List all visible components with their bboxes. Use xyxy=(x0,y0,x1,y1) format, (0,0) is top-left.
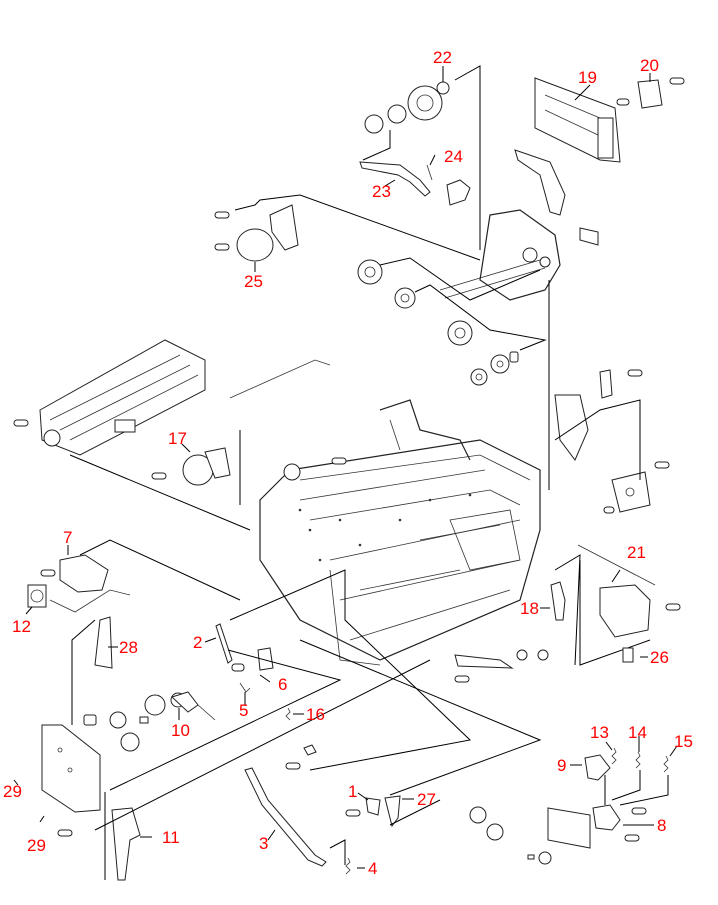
part-19-circuit-board xyxy=(534,77,621,163)
part-12-fan xyxy=(27,584,131,613)
callout-17: 17 xyxy=(168,429,187,448)
part-7-duct xyxy=(40,539,241,601)
callout-leaders xyxy=(13,66,678,869)
sensor-bracket xyxy=(446,179,471,206)
callout-9: 9 xyxy=(557,756,566,775)
right-lower-plate xyxy=(603,461,670,514)
callout-14: 14 xyxy=(628,723,647,742)
callout-4: 4 xyxy=(368,859,377,878)
callout-27: 27 xyxy=(417,790,436,809)
callout-22: 22 xyxy=(433,48,452,67)
lower-center-parts xyxy=(454,649,549,683)
callout-1: 1 xyxy=(348,782,357,801)
part-8-rollers xyxy=(469,806,552,865)
callout-8: 8 xyxy=(657,816,666,835)
part-26-sensor xyxy=(622,647,634,663)
part-15-spring xyxy=(663,755,669,773)
callout-5: 5 xyxy=(239,701,248,720)
callout-16: 16 xyxy=(306,705,325,724)
callout-10: 10 xyxy=(171,721,190,740)
callout-7: 7 xyxy=(63,528,72,547)
part-25-motor xyxy=(214,194,481,262)
callout-labels: 22 19 20 24 23 25 17 7 12 28 2 6 5 10 16… xyxy=(3,48,693,878)
callout-13: 13 xyxy=(590,723,609,742)
right-upper-bracket xyxy=(554,369,643,480)
part-6-holder xyxy=(231,647,274,672)
part-2-lever xyxy=(215,623,233,664)
callout-24: 24 xyxy=(444,147,463,166)
callout-23: 23 xyxy=(372,182,391,201)
part-24-spring xyxy=(426,164,433,181)
callout-18: 18 xyxy=(520,599,539,618)
left-side-plate xyxy=(41,692,186,813)
part-22-gear-assembly xyxy=(364,65,481,250)
part-20-bracket xyxy=(616,77,685,109)
part-8-holder xyxy=(547,770,669,849)
upper-side-plate xyxy=(439,209,561,301)
fuser-assembly xyxy=(13,339,251,531)
leader-lines-lower xyxy=(94,569,542,831)
part-11-bracket xyxy=(57,792,141,881)
callout-15: 15 xyxy=(674,732,693,751)
callout-3: 3 xyxy=(259,834,268,853)
wire-harness xyxy=(229,359,331,399)
callout-19: 19 xyxy=(578,68,597,87)
part-21-rod xyxy=(577,544,656,586)
callout-26: 26 xyxy=(650,648,669,667)
part-23-lever xyxy=(359,130,431,197)
part-28-guide xyxy=(71,616,113,725)
part-13-spring xyxy=(611,747,617,765)
part-14-spring xyxy=(635,751,641,769)
part-16-spring xyxy=(285,707,291,721)
callout-21: 21 xyxy=(627,543,646,562)
cable-guide xyxy=(514,149,599,246)
callout-12: 12 xyxy=(12,617,31,636)
part-17-motor xyxy=(151,430,347,505)
part-9-block xyxy=(584,754,611,781)
part-5-spring xyxy=(239,682,251,693)
part-27-latch xyxy=(384,795,441,828)
callout-29-upper: 29 xyxy=(3,782,22,801)
main-chassis-frame xyxy=(259,399,541,666)
callout-29-lower: 29 xyxy=(27,836,46,855)
callout-25: 25 xyxy=(244,272,263,291)
gear-set-upper xyxy=(357,257,547,386)
part-4-spring xyxy=(329,839,351,875)
callout-6: 6 xyxy=(278,675,287,694)
callout-20: 20 xyxy=(640,56,659,75)
callout-28: 28 xyxy=(119,638,138,657)
part-10-arm xyxy=(171,691,216,721)
callout-2: 2 xyxy=(193,633,202,652)
part-1-plate xyxy=(345,797,381,817)
part-18-bracket xyxy=(550,554,581,666)
callout-11: 11 xyxy=(162,828,180,847)
part-3-link xyxy=(244,744,327,867)
